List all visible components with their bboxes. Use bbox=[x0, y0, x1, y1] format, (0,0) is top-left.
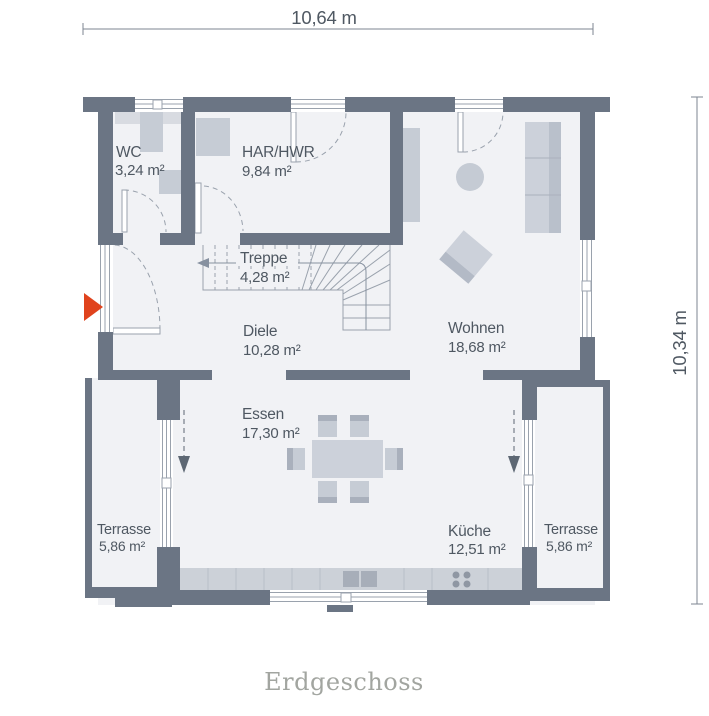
room-area-har: 9,84 m² bbox=[242, 163, 292, 180]
room-label-essen: Essen bbox=[242, 406, 284, 423]
room-area-wc: 3,24 m² bbox=[115, 162, 165, 179]
window-wohnen-right bbox=[580, 240, 595, 337]
sliding-door-right-terrace bbox=[522, 420, 535, 547]
window-wc bbox=[135, 97, 183, 112]
arrows bbox=[84, 293, 520, 473]
page-title: Erdgeschoss bbox=[264, 668, 424, 696]
room-area-kueche: 12,51 m² bbox=[448, 541, 506, 558]
wc-sink bbox=[140, 112, 163, 152]
room-area-wohnen: 18,68 m² bbox=[448, 339, 506, 356]
stairs bbox=[197, 244, 391, 331]
room-label-kueche: Küche bbox=[448, 523, 491, 540]
sliding-door-bottom bbox=[270, 590, 427, 605]
har-washer bbox=[196, 118, 230, 156]
windows bbox=[98, 97, 595, 605]
window-wohnen-top bbox=[455, 97, 503, 112]
sliding-door-left-terrace bbox=[160, 420, 173, 547]
doors bbox=[112, 111, 504, 335]
room-area-diele: 10,28 m² bbox=[243, 342, 301, 359]
entrance-arrow-icon bbox=[84, 293, 103, 321]
room-area-treppe: 4,28 m² bbox=[240, 269, 290, 286]
wc-toilet bbox=[159, 170, 181, 194]
wohnen-wall-unit bbox=[400, 128, 420, 222]
kitchen-sink bbox=[343, 571, 359, 587]
dimension-height-label: 10,34 m bbox=[669, 310, 690, 375]
side-table bbox=[456, 163, 484, 191]
dimension-width-label: 10,64 m bbox=[291, 7, 356, 28]
sofa bbox=[525, 122, 561, 233]
window-har bbox=[291, 97, 345, 112]
room-label-wc: WC bbox=[116, 144, 141, 161]
room-label-diele: Diele bbox=[243, 323, 277, 340]
room-labels: WC 3,24 m² HAR/HWR 9,84 m² Treppe 4,28 m… bbox=[97, 144, 598, 558]
room-area-essen: 17,30 m² bbox=[242, 425, 300, 442]
armchair bbox=[439, 230, 493, 284]
stove bbox=[452, 571, 471, 588]
room-label-treppe: Treppe bbox=[240, 250, 287, 267]
room-label-har: HAR/HWR bbox=[242, 144, 315, 161]
furniture bbox=[115, 112, 561, 590]
room-label-terrasse-left: Terrasse bbox=[97, 522, 151, 538]
room-area-terrasse-right: 5,86 m² bbox=[546, 538, 593, 554]
entrance-door-glazing bbox=[98, 245, 113, 332]
kitchen-counter bbox=[180, 568, 522, 590]
dining-set bbox=[287, 415, 403, 503]
dimensions bbox=[82, 23, 703, 605]
dining-table bbox=[312, 440, 383, 478]
room-area-terrasse-left: 5,86 m² bbox=[99, 538, 146, 554]
stairs-direction-arrow bbox=[197, 258, 209, 268]
room-label-terrasse-right: Terrasse bbox=[544, 522, 598, 538]
room-label-wohnen: Wohnen bbox=[448, 320, 504, 337]
